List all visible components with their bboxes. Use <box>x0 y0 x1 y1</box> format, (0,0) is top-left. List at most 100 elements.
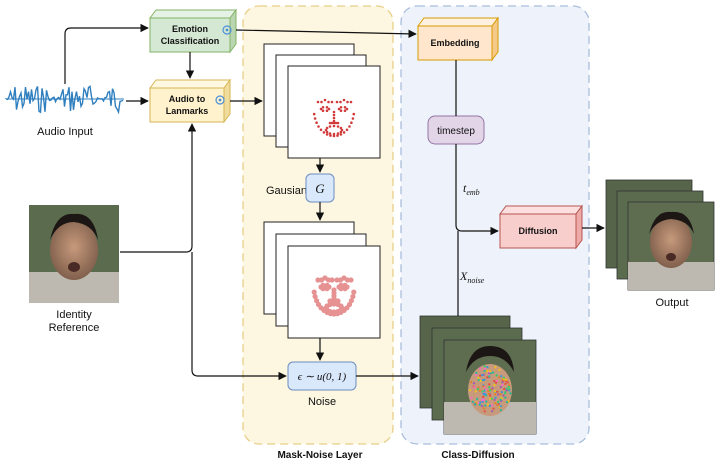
landmark-dot <box>332 124 336 128</box>
noise-box: ϵ ∼ u(0, 1) <box>287 361 357 391</box>
landmark-dot <box>321 106 325 109</box>
noise-speckle <box>493 398 496 401</box>
noise-speckle <box>504 392 507 395</box>
noise-speckle <box>489 394 492 397</box>
noise-speckle <box>487 390 490 393</box>
class-diffusion-title: Class-Diffusion <box>441 450 514 461</box>
gaussian-box: G <box>305 173 335 203</box>
landmark-dot <box>342 282 348 288</box>
noise-speckle <box>494 390 497 393</box>
noise-label: Noise <box>308 396 336 408</box>
identity-label-line2: Reference <box>49 322 100 334</box>
landmark-dot <box>338 282 344 288</box>
gaussian-g-symbol: G <box>315 181 325 196</box>
landmark-dot <box>343 109 347 112</box>
landmark-dot <box>328 121 332 125</box>
landmark-dot <box>328 125 332 128</box>
noise-speckle <box>487 392 490 396</box>
audio-waveform <box>5 84 124 115</box>
noise-speckle <box>505 387 509 390</box>
noise-speckle <box>482 395 485 398</box>
landmark-dot <box>332 134 336 138</box>
landmark-dot <box>315 121 318 124</box>
landmark-dot <box>339 100 342 104</box>
openai-icon <box>222 25 232 35</box>
noise-speckle <box>478 389 481 392</box>
noise-speckle <box>497 393 500 396</box>
noise-speckle <box>485 388 488 391</box>
landmark-dot <box>327 301 333 308</box>
noise-speckle <box>484 404 487 407</box>
landmark-dot <box>339 133 343 136</box>
noise-speckle <box>479 379 482 382</box>
landmark-dot <box>325 126 329 130</box>
noise-speckle <box>492 407 495 410</box>
landmark-dot <box>330 100 334 104</box>
noise-speckle <box>502 394 505 397</box>
landmark-dot <box>324 128 328 132</box>
landmark-dot <box>345 107 349 111</box>
landmark-dot <box>351 289 357 295</box>
landmark-dot <box>320 282 326 288</box>
noise-speckle <box>483 378 486 381</box>
landmark-dot <box>332 116 336 120</box>
landmark-dot <box>332 119 336 123</box>
noise-speckle <box>499 398 502 401</box>
landmark-dot <box>332 121 336 125</box>
landmark-dot <box>348 125 351 128</box>
landmark-dot <box>335 100 339 104</box>
noise-speckle <box>505 401 509 404</box>
noise-speckle <box>481 390 484 393</box>
noise-speckle <box>468 389 472 392</box>
noise-speckle <box>493 384 496 387</box>
landmark-dot <box>312 112 316 116</box>
audio-to-landmarks-box: Audio to Lanmarks <box>149 78 231 124</box>
landmark-dot <box>317 125 320 128</box>
noise-speckle <box>477 376 480 379</box>
noise-speckle <box>489 397 492 400</box>
landmark-dot <box>327 100 330 104</box>
timestep-label: timestep <box>437 126 475 137</box>
landmark-dot <box>325 130 329 134</box>
noise-speckle <box>491 371 495 374</box>
noise-speckle <box>480 404 484 408</box>
noise-speckle <box>474 390 477 393</box>
noise-speckle <box>484 393 487 396</box>
landmark-dot <box>323 98 327 102</box>
noise-speckle <box>470 381 473 384</box>
noise-speckle <box>486 403 489 406</box>
noise-speckle <box>499 405 502 408</box>
landmark-dot <box>330 121 334 125</box>
diffusion-box: Diffusion <box>499 204 583 250</box>
noise-speckle <box>489 389 492 392</box>
identity-label-line1: Identity <box>56 309 92 321</box>
diffusion-label: Diffusion <box>519 226 558 236</box>
landmark-dot <box>339 126 343 130</box>
noise-speckle <box>476 388 479 391</box>
noise-speckle <box>474 403 477 406</box>
emotion-classification-box: Emotion Classification <box>149 8 237 54</box>
landmark-dot <box>325 109 329 112</box>
noise-speckle <box>488 375 491 378</box>
a2l-label-line1: Audio to <box>169 94 206 104</box>
landmark-dot <box>343 106 347 109</box>
noise-speckle <box>482 407 486 410</box>
landmark-dot <box>350 121 353 124</box>
landmark-dot <box>332 132 336 136</box>
noise-speckle <box>486 370 489 373</box>
noise-speckle <box>483 399 486 402</box>
a2l-label-line2: Lanmarks <box>166 106 209 116</box>
output-stack <box>605 179 715 291</box>
noise-speckle <box>489 370 492 373</box>
noise-speckle <box>504 382 507 385</box>
noise-speckle <box>483 365 486 368</box>
landmark-dot <box>329 277 335 283</box>
landmark-dot <box>319 107 323 111</box>
noise-speckle <box>482 385 485 388</box>
noise-speckle <box>495 374 498 377</box>
noise-speckle <box>494 396 497 399</box>
landmark-dot <box>331 309 337 315</box>
noise-speckle <box>486 366 489 369</box>
noise-speckle <box>506 381 509 384</box>
noise-speckle <box>505 389 508 392</box>
